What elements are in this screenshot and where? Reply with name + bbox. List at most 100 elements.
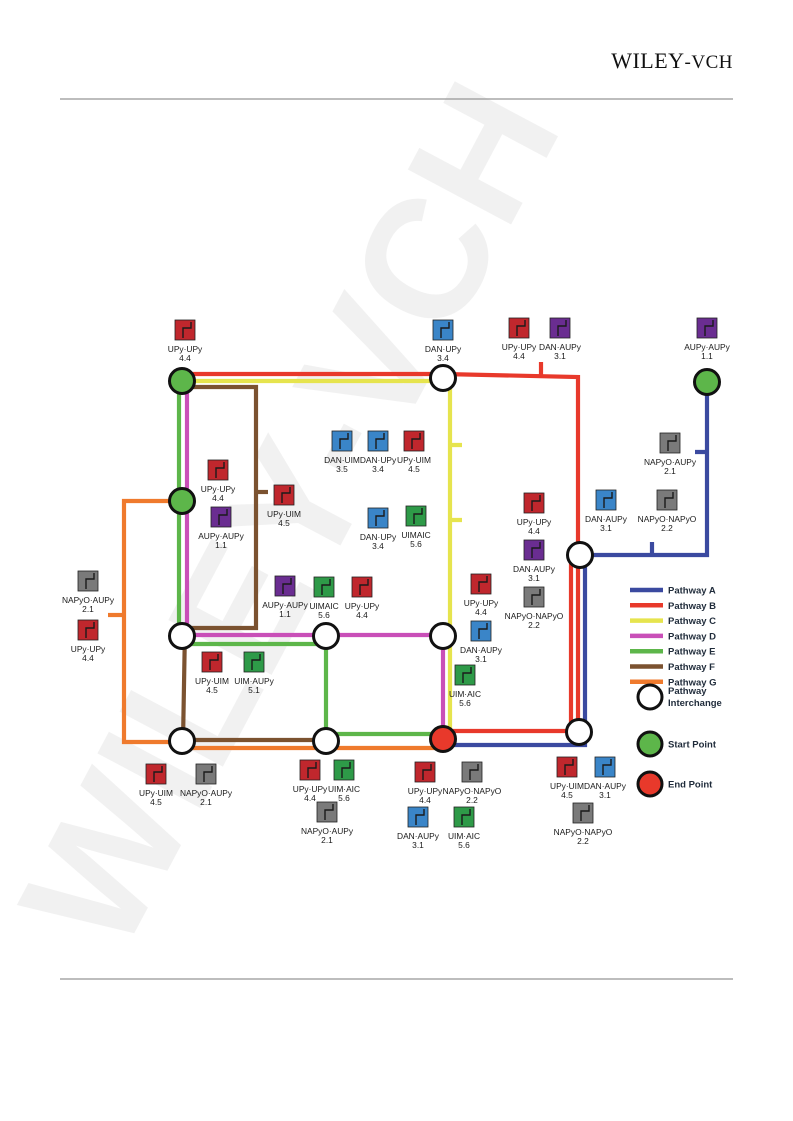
bond-name: AUPy·AUPy bbox=[684, 342, 730, 352]
brand-suffix: -VCH bbox=[684, 52, 733, 73]
bond-name: DAN·UPy bbox=[360, 532, 397, 542]
legend-interchange-node bbox=[636, 683, 664, 711]
bond-name: UPy·UPy bbox=[293, 784, 328, 794]
bond-name: NAPyO·NAPyO bbox=[638, 514, 697, 524]
uim-aic-icon bbox=[313, 576, 335, 598]
legend-label: Pathway B bbox=[668, 601, 716, 612]
uim-aic-icon bbox=[454, 664, 476, 686]
start-node-2 bbox=[693, 368, 721, 396]
interchange-3 bbox=[168, 622, 196, 650]
legend-label: Pathway E bbox=[668, 647, 716, 658]
upy-uim-icon bbox=[556, 756, 578, 778]
upy-uim-icon bbox=[201, 651, 223, 673]
bond-name: UPy·UIM bbox=[139, 788, 173, 798]
pathway-nodes bbox=[168, 364, 721, 755]
dan-upy-icon bbox=[432, 319, 454, 341]
bond-name: NAPyO·AUPy bbox=[62, 595, 115, 605]
bond-name: UPy·UIM bbox=[267, 509, 301, 519]
bond-value: 4.4 bbox=[419, 795, 431, 805]
bond-name: NAPyO·AUPy bbox=[301, 826, 354, 836]
bond-tiles: UPy·UPy4.4DAN·UPy3.4UPy·UPy4.4DAN·AUPy3.… bbox=[62, 317, 731, 850]
upy-upy-icon bbox=[174, 319, 196, 341]
upy-uim-icon bbox=[403, 430, 425, 452]
bond-name: UIM·AIC bbox=[449, 689, 481, 699]
legend-node-label: End Point bbox=[668, 780, 713, 791]
bond-value: 4.4 bbox=[528, 526, 540, 536]
dan-aupy-icon bbox=[407, 806, 429, 828]
upy-upy-icon bbox=[351, 576, 373, 598]
bond-value: 5.1 bbox=[248, 685, 260, 695]
interchange-6 bbox=[168, 727, 196, 755]
pathway-a-line-bottom bbox=[443, 560, 588, 748]
legend-node-label: Start Point bbox=[668, 740, 717, 751]
bond-name: UPy·UPy bbox=[464, 598, 499, 608]
interchange-4 bbox=[312, 622, 340, 650]
pathway-f-line bbox=[180, 384, 259, 743]
interchange-7 bbox=[312, 727, 340, 755]
aupy-aupy-icon bbox=[210, 506, 232, 528]
bond-name: UIM·AUPy bbox=[234, 676, 274, 686]
bond-value: 2.2 bbox=[466, 795, 478, 805]
bond-value: 4.5 bbox=[408, 464, 420, 474]
bond-name: DAN·UPy bbox=[425, 344, 462, 354]
bond-name: DAN·UIM bbox=[324, 455, 360, 465]
bond-name: UIM·AIC bbox=[448, 831, 480, 841]
bond-value: 4.5 bbox=[561, 790, 573, 800]
dan-aupy-icon bbox=[594, 756, 616, 778]
bond-value: 3.1 bbox=[475, 654, 487, 664]
bond-value: 5.6 bbox=[459, 698, 471, 708]
bond-value: 4.5 bbox=[206, 685, 218, 695]
pathway-g-line bbox=[121, 498, 182, 745]
bond-name: DAN·AUPy bbox=[584, 781, 627, 791]
bond-value: 5.6 bbox=[338, 793, 350, 803]
upy-uim-icon bbox=[273, 484, 295, 506]
brand-main: WILEY bbox=[611, 48, 685, 73]
bond-name: UPy·UPy bbox=[201, 484, 236, 494]
aupy-aupy-icon bbox=[696, 317, 718, 339]
upy-upy-icon bbox=[77, 619, 99, 641]
bond-value: 3.1 bbox=[599, 790, 611, 800]
uim-aupy-icon bbox=[243, 651, 265, 673]
dan-aupy-icon bbox=[523, 539, 545, 561]
bond-name: NAPyO·NAPyO bbox=[505, 611, 564, 621]
napyo-napyo-icon bbox=[461, 761, 483, 783]
bond-value: 2.1 bbox=[82, 604, 94, 614]
dan-upy-icon bbox=[595, 489, 617, 511]
legend-node-label: Pathway bbox=[668, 686, 707, 697]
start-node-1 bbox=[168, 367, 196, 395]
upy-uim-icon bbox=[145, 763, 167, 785]
bond-name: UPy·UPy bbox=[345, 601, 380, 611]
footer-rule bbox=[60, 978, 733, 980]
bond-name: DAN·AUPy bbox=[539, 342, 582, 352]
bond-value: 4.4 bbox=[513, 351, 525, 361]
bond-name: NAPyO·AUPy bbox=[644, 457, 697, 467]
bond-value: 4.4 bbox=[82, 653, 94, 663]
bond-value: 3.1 bbox=[600, 523, 612, 533]
bond-value: 1.1 bbox=[279, 609, 291, 619]
bond-value: 4.5 bbox=[278, 518, 290, 528]
bond-name: DAN·AUPy bbox=[397, 831, 440, 841]
dan-aupy-icon bbox=[549, 317, 571, 339]
bond-value: 2.1 bbox=[321, 835, 333, 845]
legend-label: Pathway D bbox=[668, 631, 716, 642]
